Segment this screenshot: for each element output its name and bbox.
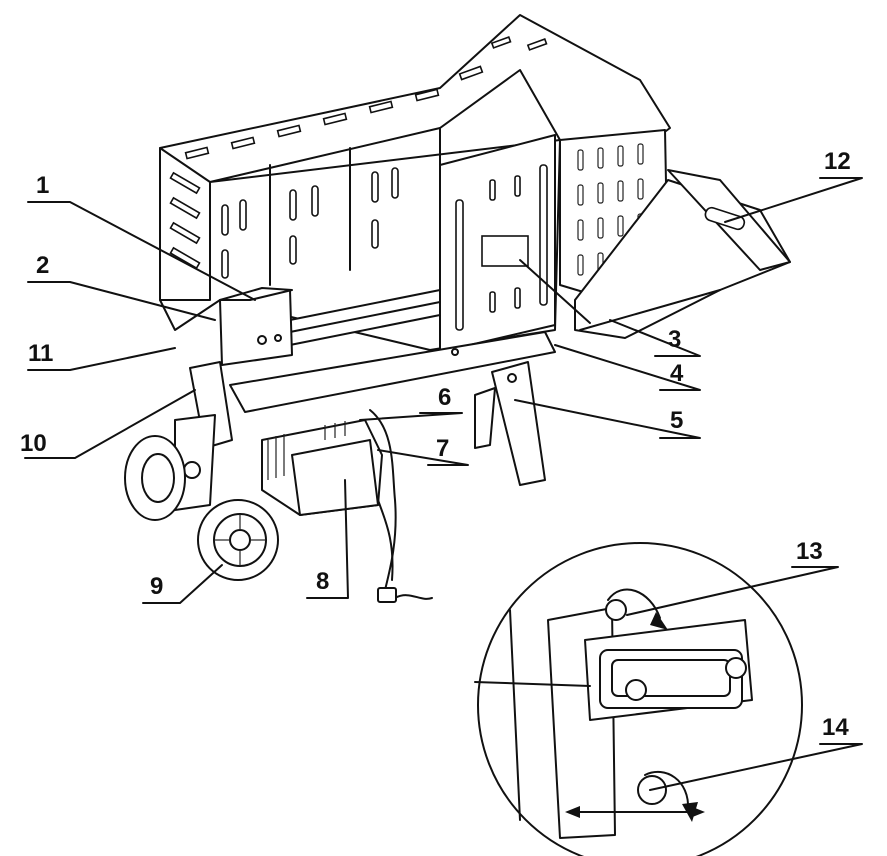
callout-14: 14 <box>822 714 849 741</box>
callout-2: 2 <box>36 252 50 279</box>
callout-11: 11 <box>28 340 54 367</box>
splitting-beam <box>229 289 556 413</box>
callout-3: 3 <box>668 326 682 353</box>
detail-inset <box>474 542 803 856</box>
power-cable <box>369 409 433 603</box>
motor-housing <box>261 419 383 516</box>
callout-12: 12 <box>824 148 851 175</box>
callout-5: 5 <box>670 407 684 434</box>
support-leg <box>474 361 546 486</box>
callout-7: 7 <box>436 435 450 462</box>
side-guard-panel <box>439 134 556 353</box>
callout-4: 4 <box>670 360 684 387</box>
callout-9: 9 <box>150 573 164 600</box>
callout-10: 10 <box>20 430 47 457</box>
leader-lines <box>24 177 863 791</box>
callout-1: 1 <box>36 172 50 199</box>
callout-8: 8 <box>316 568 330 595</box>
motor-cap <box>219 287 293 366</box>
callout-6: 6 <box>438 384 452 411</box>
wheel-rear <box>124 435 186 521</box>
callout-13: 13 <box>796 538 823 565</box>
wheel-front <box>197 499 279 581</box>
